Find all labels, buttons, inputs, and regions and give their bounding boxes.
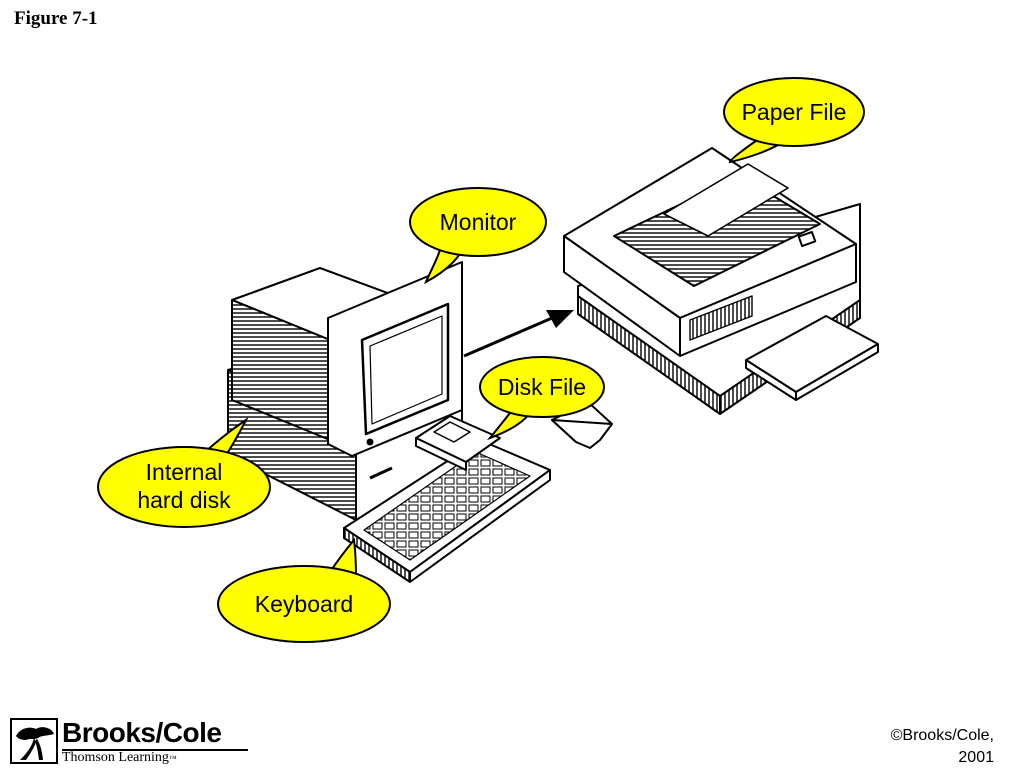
output-arrow <box>463 310 574 358</box>
callout-monitor: Monitor <box>409 187 547 285</box>
callout-disk-file-label: Disk File <box>498 374 586 400</box>
callout-internal-label-line2: hard disk <box>137 487 231 513</box>
keyboard-device <box>343 439 551 583</box>
copyright-notice: ©Brooks/Cole, 2001 <box>891 725 994 769</box>
paper-sheet <box>663 163 789 237</box>
logo-name: Brooks/Cole <box>62 717 222 748</box>
callout-keyboard: Keyboard <box>217 537 391 643</box>
logo-subtitle: Thomson Learning™ <box>62 750 177 766</box>
callout-paper-file: Paper File <box>723 77 865 164</box>
printer-front-face <box>679 243 857 357</box>
floppy-disk <box>415 415 501 471</box>
callout-paper-file-label: Paper File <box>742 99 847 125</box>
copyright-line1: ©Brooks/Cole, <box>890 727 994 744</box>
logo-sub-text: Thomson Learning <box>62 750 169 765</box>
logo-rule <box>62 749 248 751</box>
callout-internal-hard-disk: Internal hard disk <box>97 417 271 528</box>
logo-trademark: ™ <box>168 754 177 763</box>
monitor-screen <box>360 302 450 436</box>
publisher-logo: Brooks/Cole Thomson Learning™ <box>10 716 250 766</box>
callout-disk-file: Disk File <box>479 356 605 441</box>
callout-internal-label-line1: Internal <box>146 459 223 485</box>
computer-system-diagram: Paper File Monitor Disk File Internal ha… <box>97 77 879 643</box>
copyright-line2: 2001 <box>958 749 994 766</box>
callout-keyboard-label: Keyboard <box>255 591 353 617</box>
printer-device <box>563 147 879 415</box>
figure-title: Figure 7-1 <box>14 8 98 29</box>
monitor-screen-inner <box>369 315 443 425</box>
tree-icon <box>10 718 58 764</box>
callout-monitor-label: Monitor <box>440 209 517 235</box>
